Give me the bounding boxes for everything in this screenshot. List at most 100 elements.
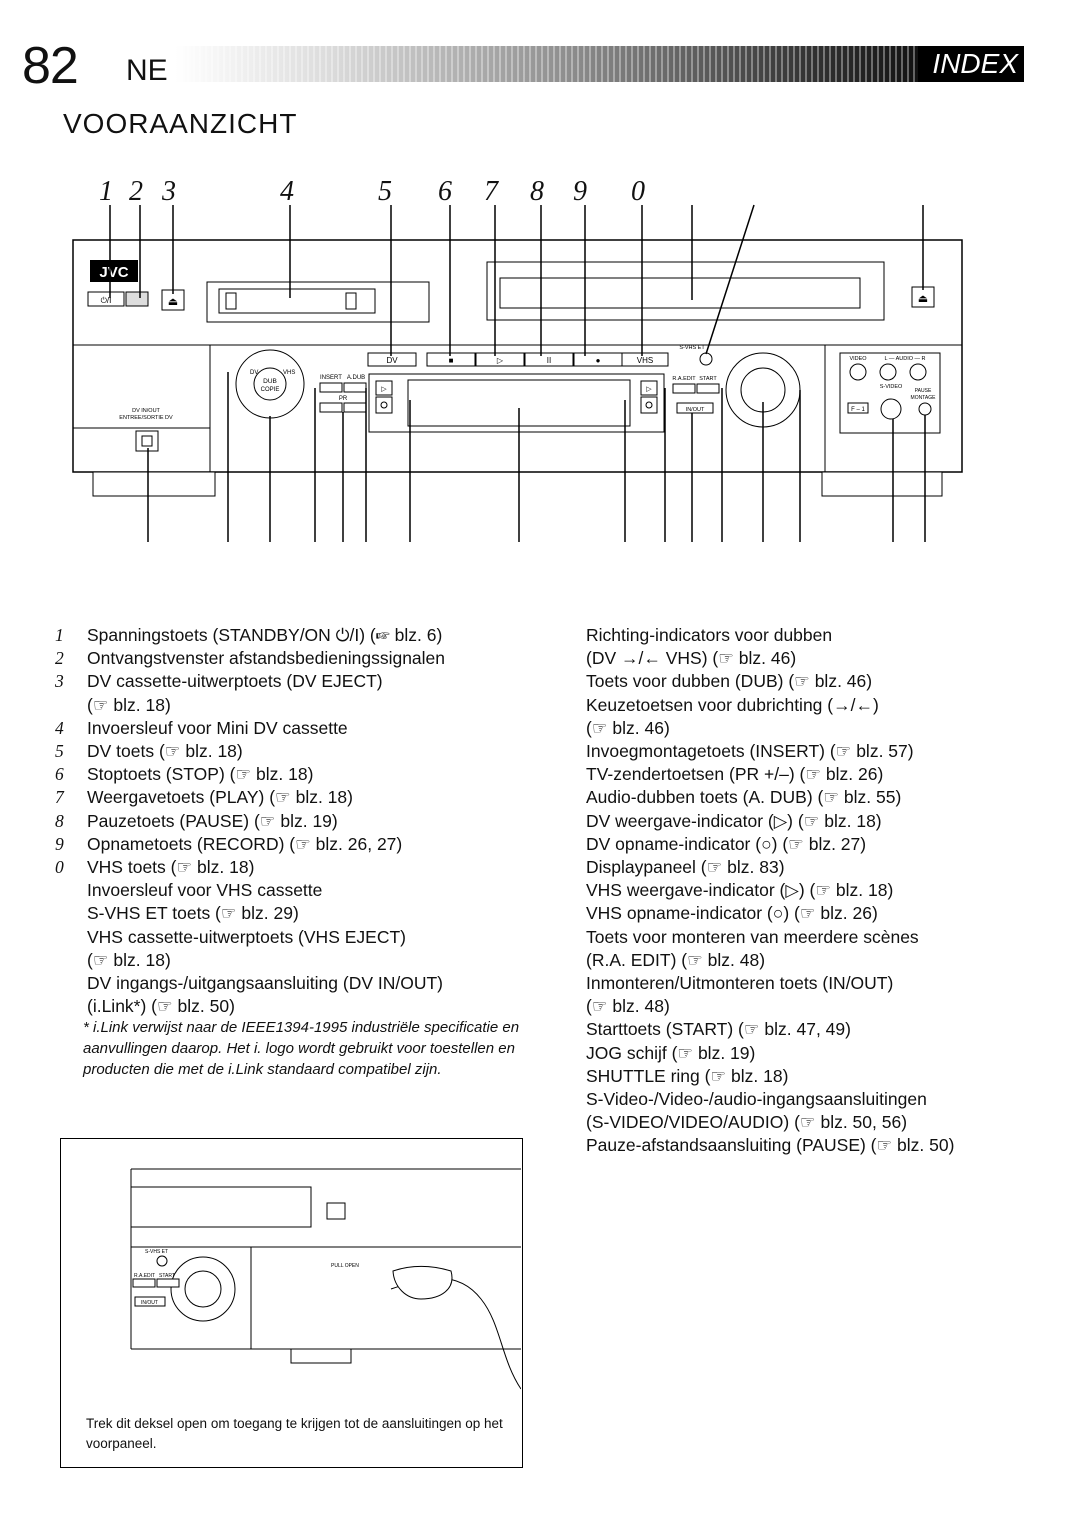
legend-item: 9 Opnametoets (RECORD) (☞ blz. 26, 27) [55, 833, 535, 856]
legend-item-text: VHS toets (☞ blz. 18) [87, 857, 255, 878]
legend-item-text: Ontvangstvenster afstandsbedieningssigna… [87, 648, 446, 669]
svg-text:⏻/I: ⏻/I [101, 296, 112, 305]
legend-right: Richting-indicators voor dubben(DV →/← V… [586, 624, 1026, 1158]
legend-item: (R.A. EDIT) (☞ blz. 48) [586, 949, 766, 970]
legend-item-number [55, 972, 87, 995]
legend-item-text: Opnametoets (RECORD) (☞ blz. 26, 27) [87, 833, 403, 854]
jvc-logo [90, 260, 138, 282]
legend-item: Richting-indicators voor dubben [586, 625, 833, 645]
svg-text:⏏: ⏏ [168, 296, 178, 308]
pause-input [918, 402, 932, 416]
legend-item: Toets voor dubben (DUB) (☞ blz. 46) [586, 671, 873, 692]
legend-item-number [55, 995, 87, 1018]
inset-illustration: S-VHS ET R.A.EDIT START IN/OUT PULL OPEN [130, 1168, 521, 1390]
callout-0: 0 [631, 176, 645, 207]
legend-item-text: Spanningstoets (STANDBY/ON ⏻/I) (☞ blz. … [87, 625, 443, 645]
svg-text:■: ■ [449, 356, 454, 365]
legend-item: 4 Invoersleuf voor Mini DV cassette [55, 717, 535, 740]
page-number: 82 [22, 37, 79, 95]
svg-text:IN/OUT: IN/OUT [141, 1300, 158, 1306]
hand-icon [392, 1266, 453, 1300]
legend-item-number: 4 [55, 717, 64, 738]
legend-item: VHS opname-indicator (○) (☞ blz. 26) [586, 903, 878, 924]
jvc-logo-text: JVC [99, 264, 128, 281]
legend-item: Inmonteren/Uitmonteren toets (IN/OUT) [586, 973, 894, 994]
svg-text:A.DUB: A.DUB [347, 375, 365, 381]
play-button [475, 352, 525, 367]
s-video-input [880, 398, 902, 420]
foot-right [821, 471, 943, 497]
section-label: INDEX [918, 46, 1024, 82]
dv-button [367, 352, 417, 367]
legend-item: TV-zendertoetsen (PR +/–) (☞ blz. 26) [586, 764, 884, 785]
in-out-button [676, 402, 714, 414]
legend-item: DV ingangs-/uitgangsaansluiting (DV IN/O… [55, 972, 535, 995]
pr-plus-button [343, 402, 367, 413]
svg-text:INSERT: INSERT [320, 375, 342, 381]
s-vhs-et-button [699, 352, 713, 366]
legend-item-text: DV cassette-uitwerptoets (DV EJECT) [87, 671, 383, 692]
legend-item-number [55, 902, 87, 925]
legend-item-number: 3 [55, 671, 64, 692]
callout-9: 9 [573, 176, 587, 207]
legend-item: JOG schijf (☞ blz. 19) [586, 1042, 756, 1063]
svg-text:IN/OUT: IN/OUT [686, 407, 705, 413]
ilink-note: * i.Link verwijst naar de IEEE1394-1995 … [83, 1019, 520, 1078]
page-title: VOORAANZICHT [63, 108, 298, 139]
legend-item: Invoersleuf voor VHS cassette [55, 879, 535, 902]
callout-8: 8 [530, 176, 544, 207]
remote-sensor [125, 291, 149, 307]
legend-item: (☞ blz. 18) [55, 949, 535, 972]
svg-text:START: START [159, 1273, 175, 1279]
audio-r-input [909, 363, 927, 381]
legend-item-number [55, 949, 87, 972]
svg-text:VIDEO: VIDEO [849, 356, 867, 362]
video-input [849, 363, 867, 381]
legend-item-text: S-VHS ET toets (☞ blz. 29) [87, 903, 299, 924]
standby-button [87, 291, 125, 307]
svg-text:●: ● [596, 356, 601, 365]
legend-item: Displaypaneel (☞ blz. 83) [586, 857, 785, 878]
callout-3: 3 [162, 176, 176, 207]
legend-item-text: (i.Link*) (☞ blz. 50) [87, 996, 235, 1017]
legend-item: 3 DV cassette-uitwerptoets (DV EJECT) [55, 670, 535, 693]
legend-item: Audio-dubben toets (A. DUB) (☞ blz. 55) [586, 787, 902, 808]
svg-text:▷: ▷ [497, 356, 504, 365]
svg-text:PR: PR [339, 396, 348, 402]
svg-text:R.A.EDIT: R.A.EDIT [134, 1273, 155, 1279]
legend-item-number: 7 [55, 787, 64, 808]
vhs-button [621, 352, 669, 367]
svg-text:DV: DV [250, 370, 258, 376]
svg-text:II: II [547, 356, 551, 365]
ra-edit-button [672, 383, 696, 394]
svg-text:L — AUDIO — R: L — AUDIO — R [884, 356, 925, 362]
svg-text:▷: ▷ [646, 386, 652, 393]
legend-item: (i.Link*) (☞ blz. 50) [55, 995, 535, 1018]
legend-item-text: DV toets (☞ blz. 18) [87, 741, 243, 762]
legend-item: Toets voor monteren van meerdere scènes [586, 926, 919, 947]
legend-item-number [55, 879, 87, 902]
stop-button [426, 352, 476, 367]
foot-left [92, 471, 216, 497]
svg-text:R.A.EDIT: R.A.EDIT [672, 376, 696, 382]
svg-text:▷: ▷ [381, 386, 387, 393]
legend-item: DV weergave-indicator (▷) (☞ blz. 18) [586, 810, 882, 831]
legend-item-text: (☞ blz. 18) [87, 694, 171, 715]
legend-item: (☞ blz. 46) [586, 717, 670, 738]
a-dub-button [343, 382, 367, 393]
legend-item-text: Invoersleuf voor Mini DV cassette [87, 717, 348, 738]
legend-item: S-VHS ET toets (☞ blz. 29) [55, 902, 535, 925]
legend-item: DV opname-indicator (○) (☞ blz. 27) [586, 833, 867, 854]
svg-text:S-VHS ET: S-VHS ET [145, 1249, 168, 1255]
vhs-slot [499, 277, 861, 309]
callout-2: 2 [129, 176, 143, 207]
svg-text:S-VHS ET: S-VHS ET [679, 345, 705, 351]
legend-item-number: 9 [55, 833, 64, 854]
legend-item: (S-VIDEO/VIDEO/AUDIO) (☞ blz. 50, 56) [586, 1112, 908, 1133]
inset-box: S-VHS ET R.A.EDIT START IN/OUT PULL OPEN [60, 1138, 523, 1468]
